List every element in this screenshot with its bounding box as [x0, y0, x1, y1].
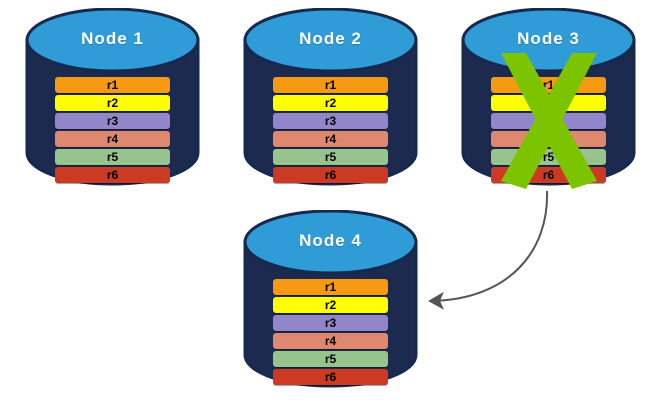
data-row-label: r6 [324, 370, 337, 384]
data-row-label: r5 [324, 150, 337, 164]
data-row-label: r6 [324, 168, 337, 182]
data-row-r4[interactable]: r4 [491, 131, 606, 147]
data-row-label: r6 [542, 168, 555, 182]
data-row-label: r1 [542, 78, 555, 92]
data-row-r1[interactable]: r1 [273, 77, 388, 93]
data-row-r1[interactable]: r1 [273, 279, 388, 295]
cylinder-top-ellipse [25, 8, 200, 73]
data-row-label: r2 [542, 96, 555, 110]
cylinder-body [243, 240, 418, 388]
data-row-label: r2 [324, 298, 337, 312]
data-row-r1[interactable]: r1 [491, 77, 606, 93]
cylinder-shape [25, 8, 200, 186]
data-row-label: r5 [324, 352, 337, 366]
cylinder-top-ellipse [243, 8, 418, 73]
data-row-r6[interactable]: r6 [273, 369, 388, 385]
data-row-label: r4 [106, 132, 119, 146]
data-row-r3[interactable]: r3 [55, 113, 170, 129]
data-row-label: r1 [324, 78, 337, 92]
data-row-r2[interactable]: r2 [55, 95, 170, 111]
data-row-r4[interactable]: r4 [273, 333, 388, 349]
cylinder-body [243, 38, 418, 186]
data-row-r6[interactable]: r6 [491, 167, 606, 183]
data-row-label: r2 [324, 96, 337, 110]
data-row-label: r2 [106, 96, 119, 110]
data-row-r2[interactable]: r2 [273, 95, 388, 111]
data-row-label: r6 [106, 168, 119, 182]
data-row-label: r4 [324, 334, 337, 348]
node-row-list: r1 r2 r3 r4 r5 r6 [243, 279, 418, 387]
data-row-label: r5 [542, 150, 555, 164]
data-row-r6[interactable]: r6 [273, 167, 388, 183]
data-row-r5[interactable]: r5 [273, 149, 388, 165]
data-row-r5[interactable]: r5 [55, 149, 170, 165]
cylinder-shape [243, 8, 418, 186]
cylinder-top-ellipse [243, 210, 418, 275]
data-row-r4[interactable]: r4 [55, 131, 170, 147]
data-row-r4[interactable]: r4 [273, 131, 388, 147]
data-row-r3[interactable]: r3 [491, 113, 606, 129]
data-row-r6[interactable]: r6 [55, 167, 170, 183]
node-row-list: r1 r2 r3 r4 r5 r6 [243, 77, 418, 185]
data-row-r2[interactable]: r2 [491, 95, 606, 111]
node-row-list: r1 r2 r3 r4 r5 r6 [461, 77, 636, 185]
data-row-r2[interactable]: r2 [273, 297, 388, 313]
data-row-label: r5 [106, 150, 119, 164]
data-row-r5[interactable]: r5 [273, 351, 388, 367]
data-row-label: r3 [324, 114, 337, 128]
data-row-label: r1 [106, 78, 119, 92]
data-row-r3[interactable]: r3 [273, 315, 388, 331]
cylinder-body [25, 38, 200, 186]
data-row-r5[interactable]: r5 [491, 149, 606, 165]
cylinder-shape [243, 210, 418, 388]
data-row-label: r4 [542, 132, 555, 146]
data-row-label: r3 [106, 114, 119, 128]
node-row-list: r1 r2 r3 r4 r5 r6 [25, 77, 200, 185]
data-row-label: r1 [324, 280, 337, 294]
cylinder-top-ellipse [461, 8, 636, 73]
data-row-label: r3 [324, 316, 337, 330]
data-row-label: r3 [542, 114, 555, 128]
data-row-r3[interactable]: r3 [273, 113, 388, 129]
data-row-label: r4 [324, 132, 337, 146]
data-row-r1[interactable]: r1 [55, 77, 170, 93]
